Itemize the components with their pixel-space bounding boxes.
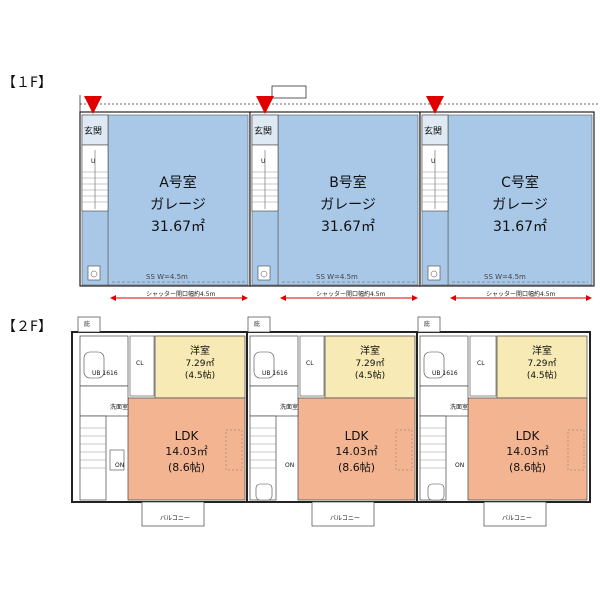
unit-3-on-label: ON	[455, 462, 465, 469]
unit-3-cl-label: CL	[477, 360, 485, 367]
unit-c-genkan-label: 玄関	[424, 127, 443, 137]
unit-a-stair-label: U	[91, 158, 96, 165]
unit-3-youshitsu-jo: (4.5帖)	[526, 371, 558, 381]
unit-3-balcony-label: バルコニー	[502, 515, 532, 522]
unit-3-wash-label: 洗面室	[450, 404, 469, 411]
unit-2-balcony-label: バルコニー	[330, 515, 360, 522]
unit-c-1f	[419, 96, 595, 301]
unit-1-2f	[77, 316, 246, 527]
unit-2-ldk-area: 14.03㎡	[335, 445, 378, 458]
unit-2-ub-label: UB 1616	[262, 370, 288, 377]
unit-b-1f	[249, 96, 421, 301]
unit-b-shutter-label: シャッター開口幅約4.5m	[316, 291, 386, 298]
unit-1-ldk-text: LDK 14.03㎡ (8.6帖)	[128, 428, 245, 476]
unit-a-shutter-label: シャッター開口幅約4.5m	[146, 291, 216, 298]
unit-b-use: ガレージ	[320, 197, 376, 213]
unit-2-youshitsu-jo: (4.5帖)	[354, 371, 386, 381]
unit-b-stair-label: U	[261, 158, 266, 165]
unit-b-garage-text: B号室 ガレージ 31.67㎡	[278, 172, 418, 238]
unit-b-genkan-label: 玄関	[254, 127, 273, 137]
unit-a-1f	[79, 96, 251, 301]
unit-b-name: B号室	[329, 175, 367, 191]
unit-1-ldk-name: LDK	[174, 429, 199, 443]
unit-c-shutter-label: シャッター開口幅約4.5m	[486, 291, 556, 298]
unit-3-youshitsu-name: 洋室	[532, 346, 552, 357]
unit-2-youshitsu-area: 7.29㎡	[355, 359, 385, 369]
unit-3-youshitsu-area: 7.29㎡	[527, 359, 557, 369]
unit-a-name: A号室	[159, 175, 197, 191]
unit-2-ldk-name: LDK	[344, 429, 369, 443]
unit-1-youshitsu-text: 洋室 7.29㎡ (4.5帖)	[155, 346, 245, 382]
unit-3-ub-label: UB 1616	[432, 370, 458, 377]
unit-3-ldk-text: LDK 14.03㎡ (8.6帖)	[468, 428, 587, 476]
unit-2-youshitsu-text: 洋室 7.29㎡ (4.5帖)	[325, 346, 415, 382]
unit-3-youshitsu-text: 洋室 7.29㎡ (4.5帖)	[497, 346, 587, 382]
unit-1-wash-label: 洗面室	[110, 404, 129, 411]
unit-2-cl-label: CL	[306, 360, 314, 367]
unit-1-balcony-label: バルコニー	[160, 515, 190, 522]
unit-3-ldk-name: LDK	[515, 429, 540, 443]
unit-1-balcony-top-label: 庇	[84, 321, 91, 328]
unit-b-area: 31.67㎡	[320, 219, 376, 235]
unit-1-ub-label: UB 1616	[92, 370, 118, 377]
unit-a-genkan-label: 玄関	[84, 127, 103, 137]
unit-c-area: 31.67㎡	[492, 219, 548, 235]
unit-a-area: 31.67㎡	[150, 219, 206, 235]
unit-3-2f	[417, 316, 588, 527]
unit-a-ss-label: SS W=4.5m	[146, 273, 188, 281]
unit-2-youshitsu-name: 洋室	[360, 346, 380, 357]
unit-c-garage-text: C号室 ガレージ 31.67㎡	[448, 172, 592, 238]
unit-b-ss-label: SS W=4.5m	[316, 273, 358, 281]
unit-3-ldk-jo: (8.6帖)	[508, 461, 547, 474]
unit-c-use: ガレージ	[492, 197, 548, 213]
floor-label-2f: 【２F】	[2, 319, 53, 335]
unit-2-wash-label: 洗面室	[280, 404, 299, 411]
unit-2-balcony-top-label: 庇	[254, 321, 261, 328]
unit-a-garage-text: A号室 ガレージ 31.67㎡	[108, 172, 248, 238]
floor-label-1f: 【１F】	[2, 75, 53, 91]
unit-1-youshitsu-area: 7.29㎡	[185, 359, 215, 369]
unit-c-ss-label: SS W=4.5m	[484, 273, 526, 281]
unit-1-youshitsu-jo: (4.5帖)	[184, 371, 216, 381]
unit-2-ldk-text: LDK 14.03㎡ (8.6帖)	[298, 428, 415, 476]
unit-2-2f	[247, 316, 416, 527]
unit-1-youshitsu-name: 洋室	[190, 346, 210, 357]
unit-2-on-label: ON	[285, 462, 295, 469]
unit-3-ldk-area: 14.03㎡	[506, 445, 549, 458]
unit-1-ldk-area: 14.03㎡	[165, 445, 208, 458]
unit-1-cl-label: CL	[136, 360, 144, 367]
unit-a-use: ガレージ	[150, 197, 206, 213]
unit-c-name: C号室	[501, 175, 539, 191]
unit-3-balcony-top-label: 庇	[424, 321, 431, 328]
unit-2-ldk-jo: (8.6帖)	[337, 461, 376, 474]
unit-1-on-label: ON	[115, 462, 125, 469]
unit-1-ldk-jo: (8.6帖)	[167, 461, 206, 474]
unit-c-stair-label: U	[431, 158, 436, 165]
